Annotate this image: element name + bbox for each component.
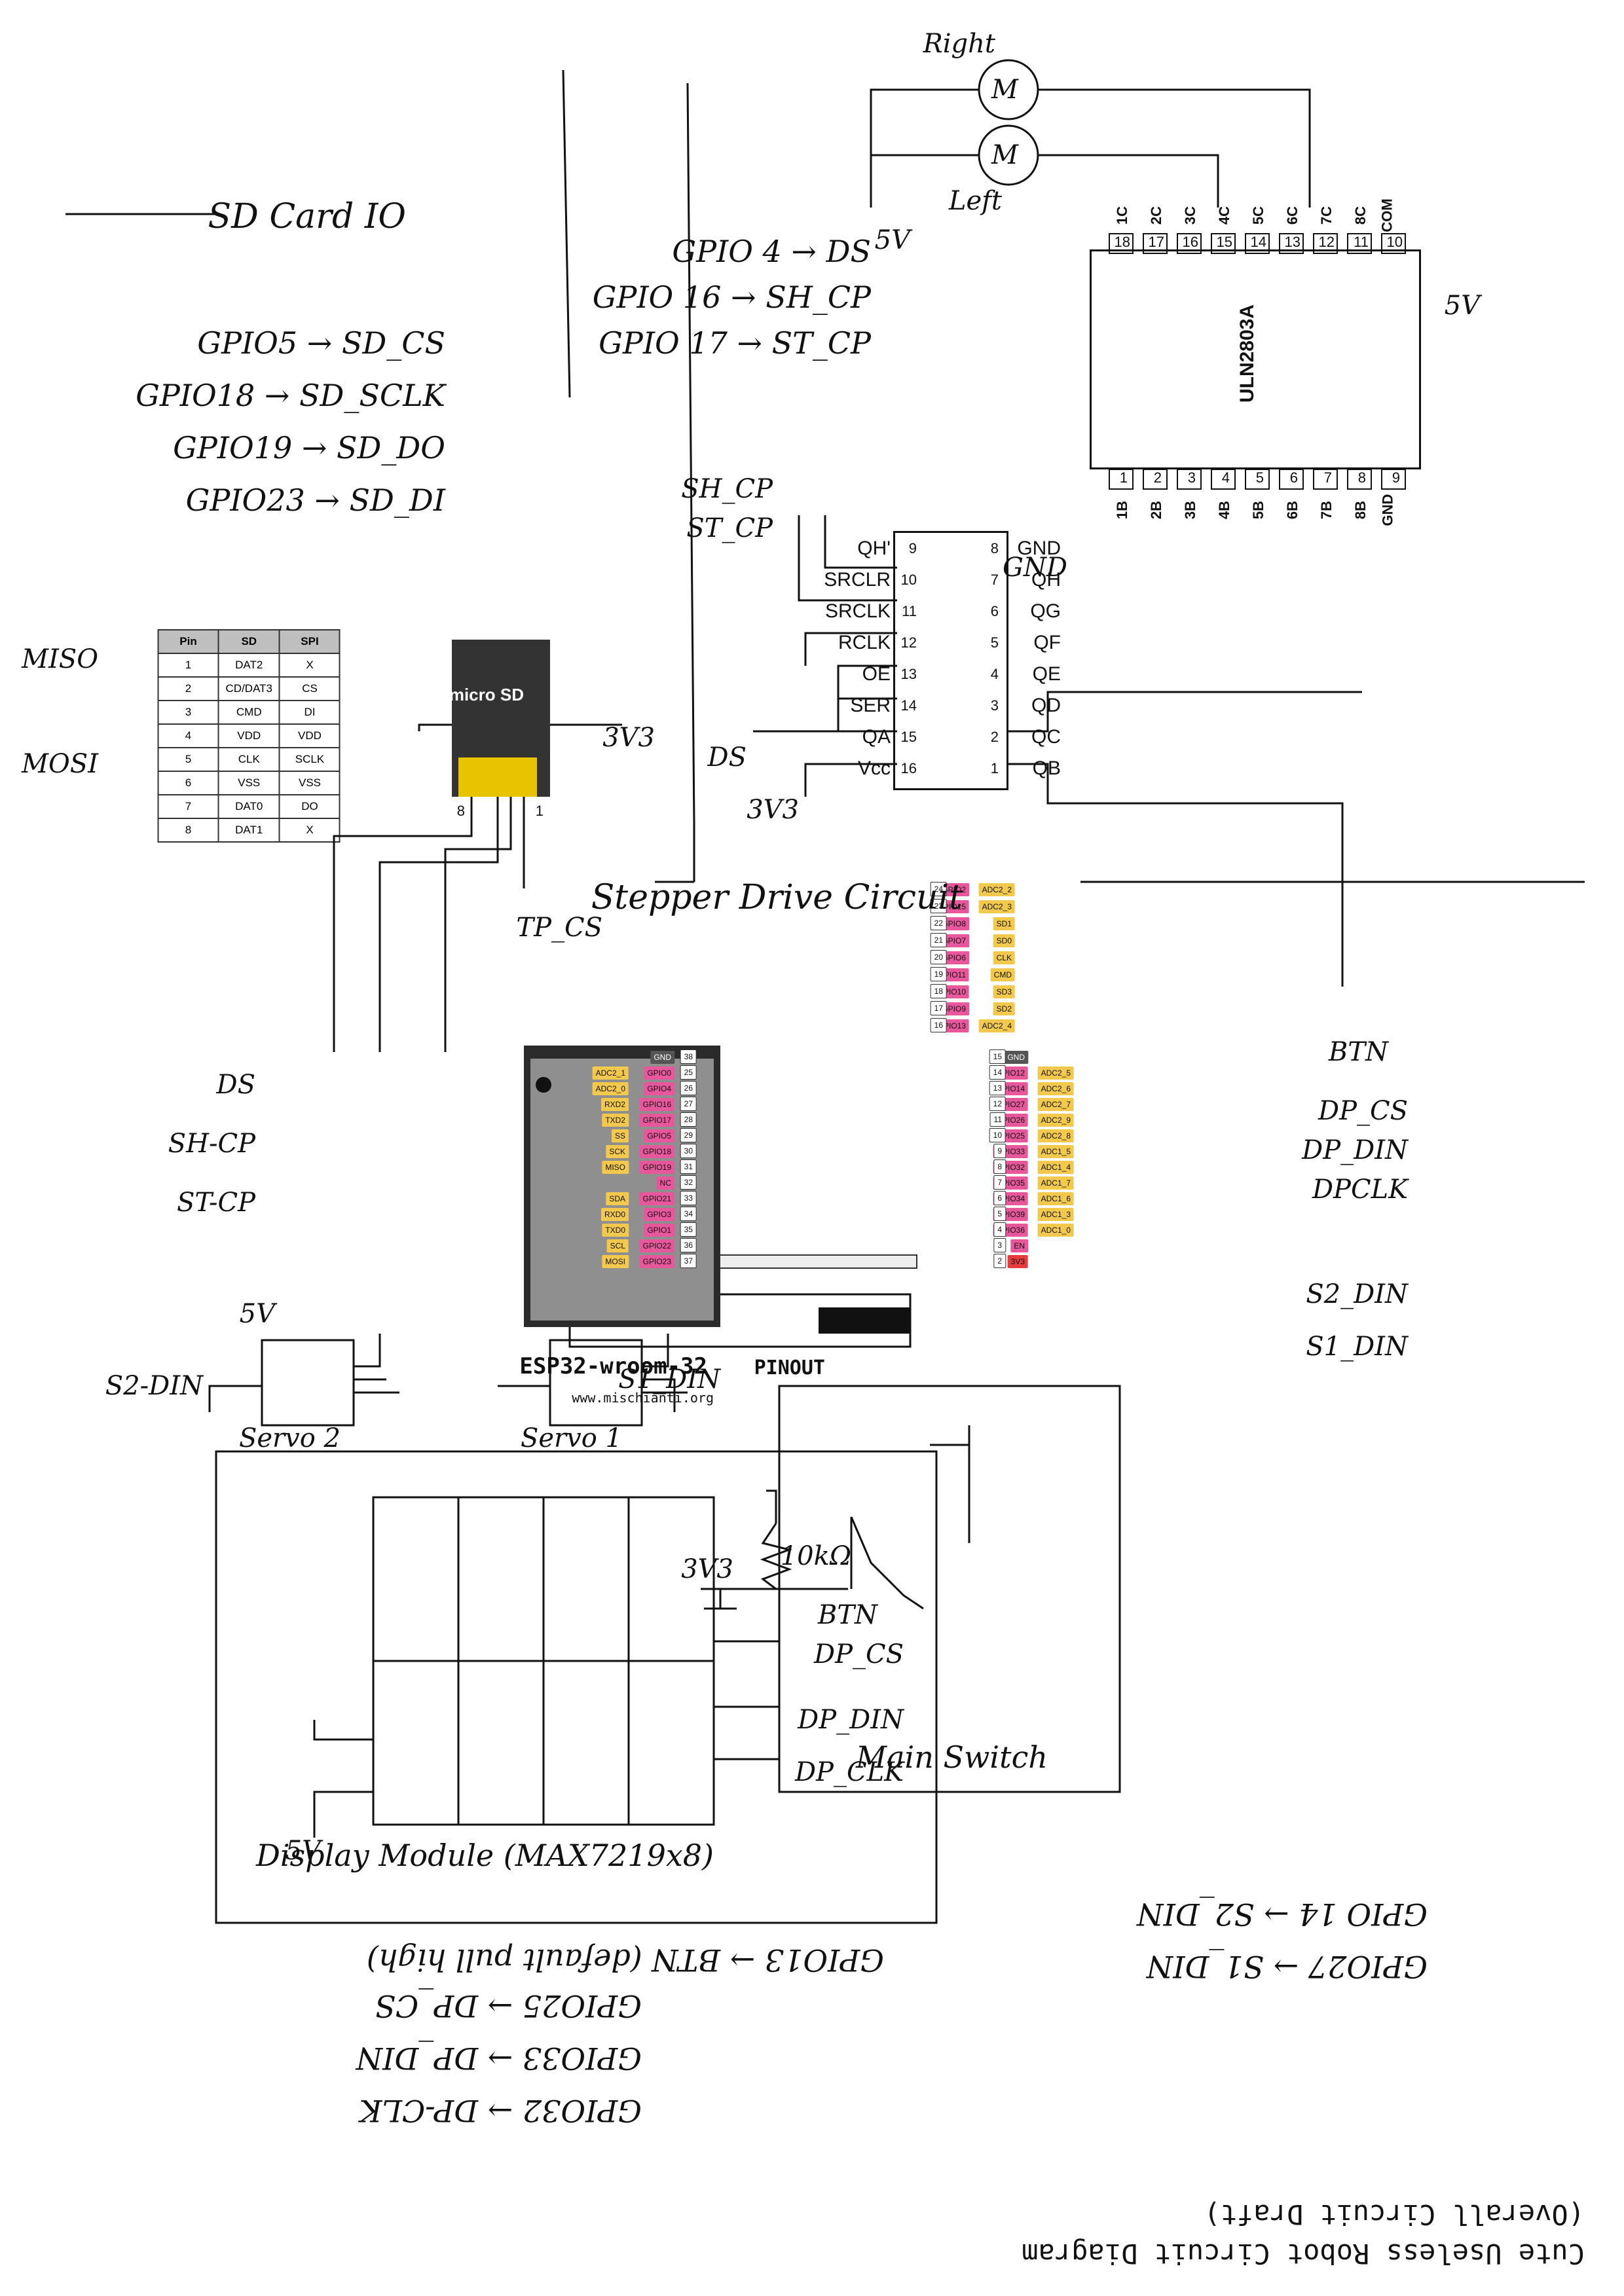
note-sd-cs: GPIO5 → SD_CS — [197, 325, 445, 361]
note-sd-sclk: GPIO18 → SD_SCLK — [136, 378, 445, 413]
note-sd-di: GPIO23 → SD_DI — [185, 483, 445, 518]
note-sd-do: GPIO19 → SD_DO — [173, 430, 445, 465]
